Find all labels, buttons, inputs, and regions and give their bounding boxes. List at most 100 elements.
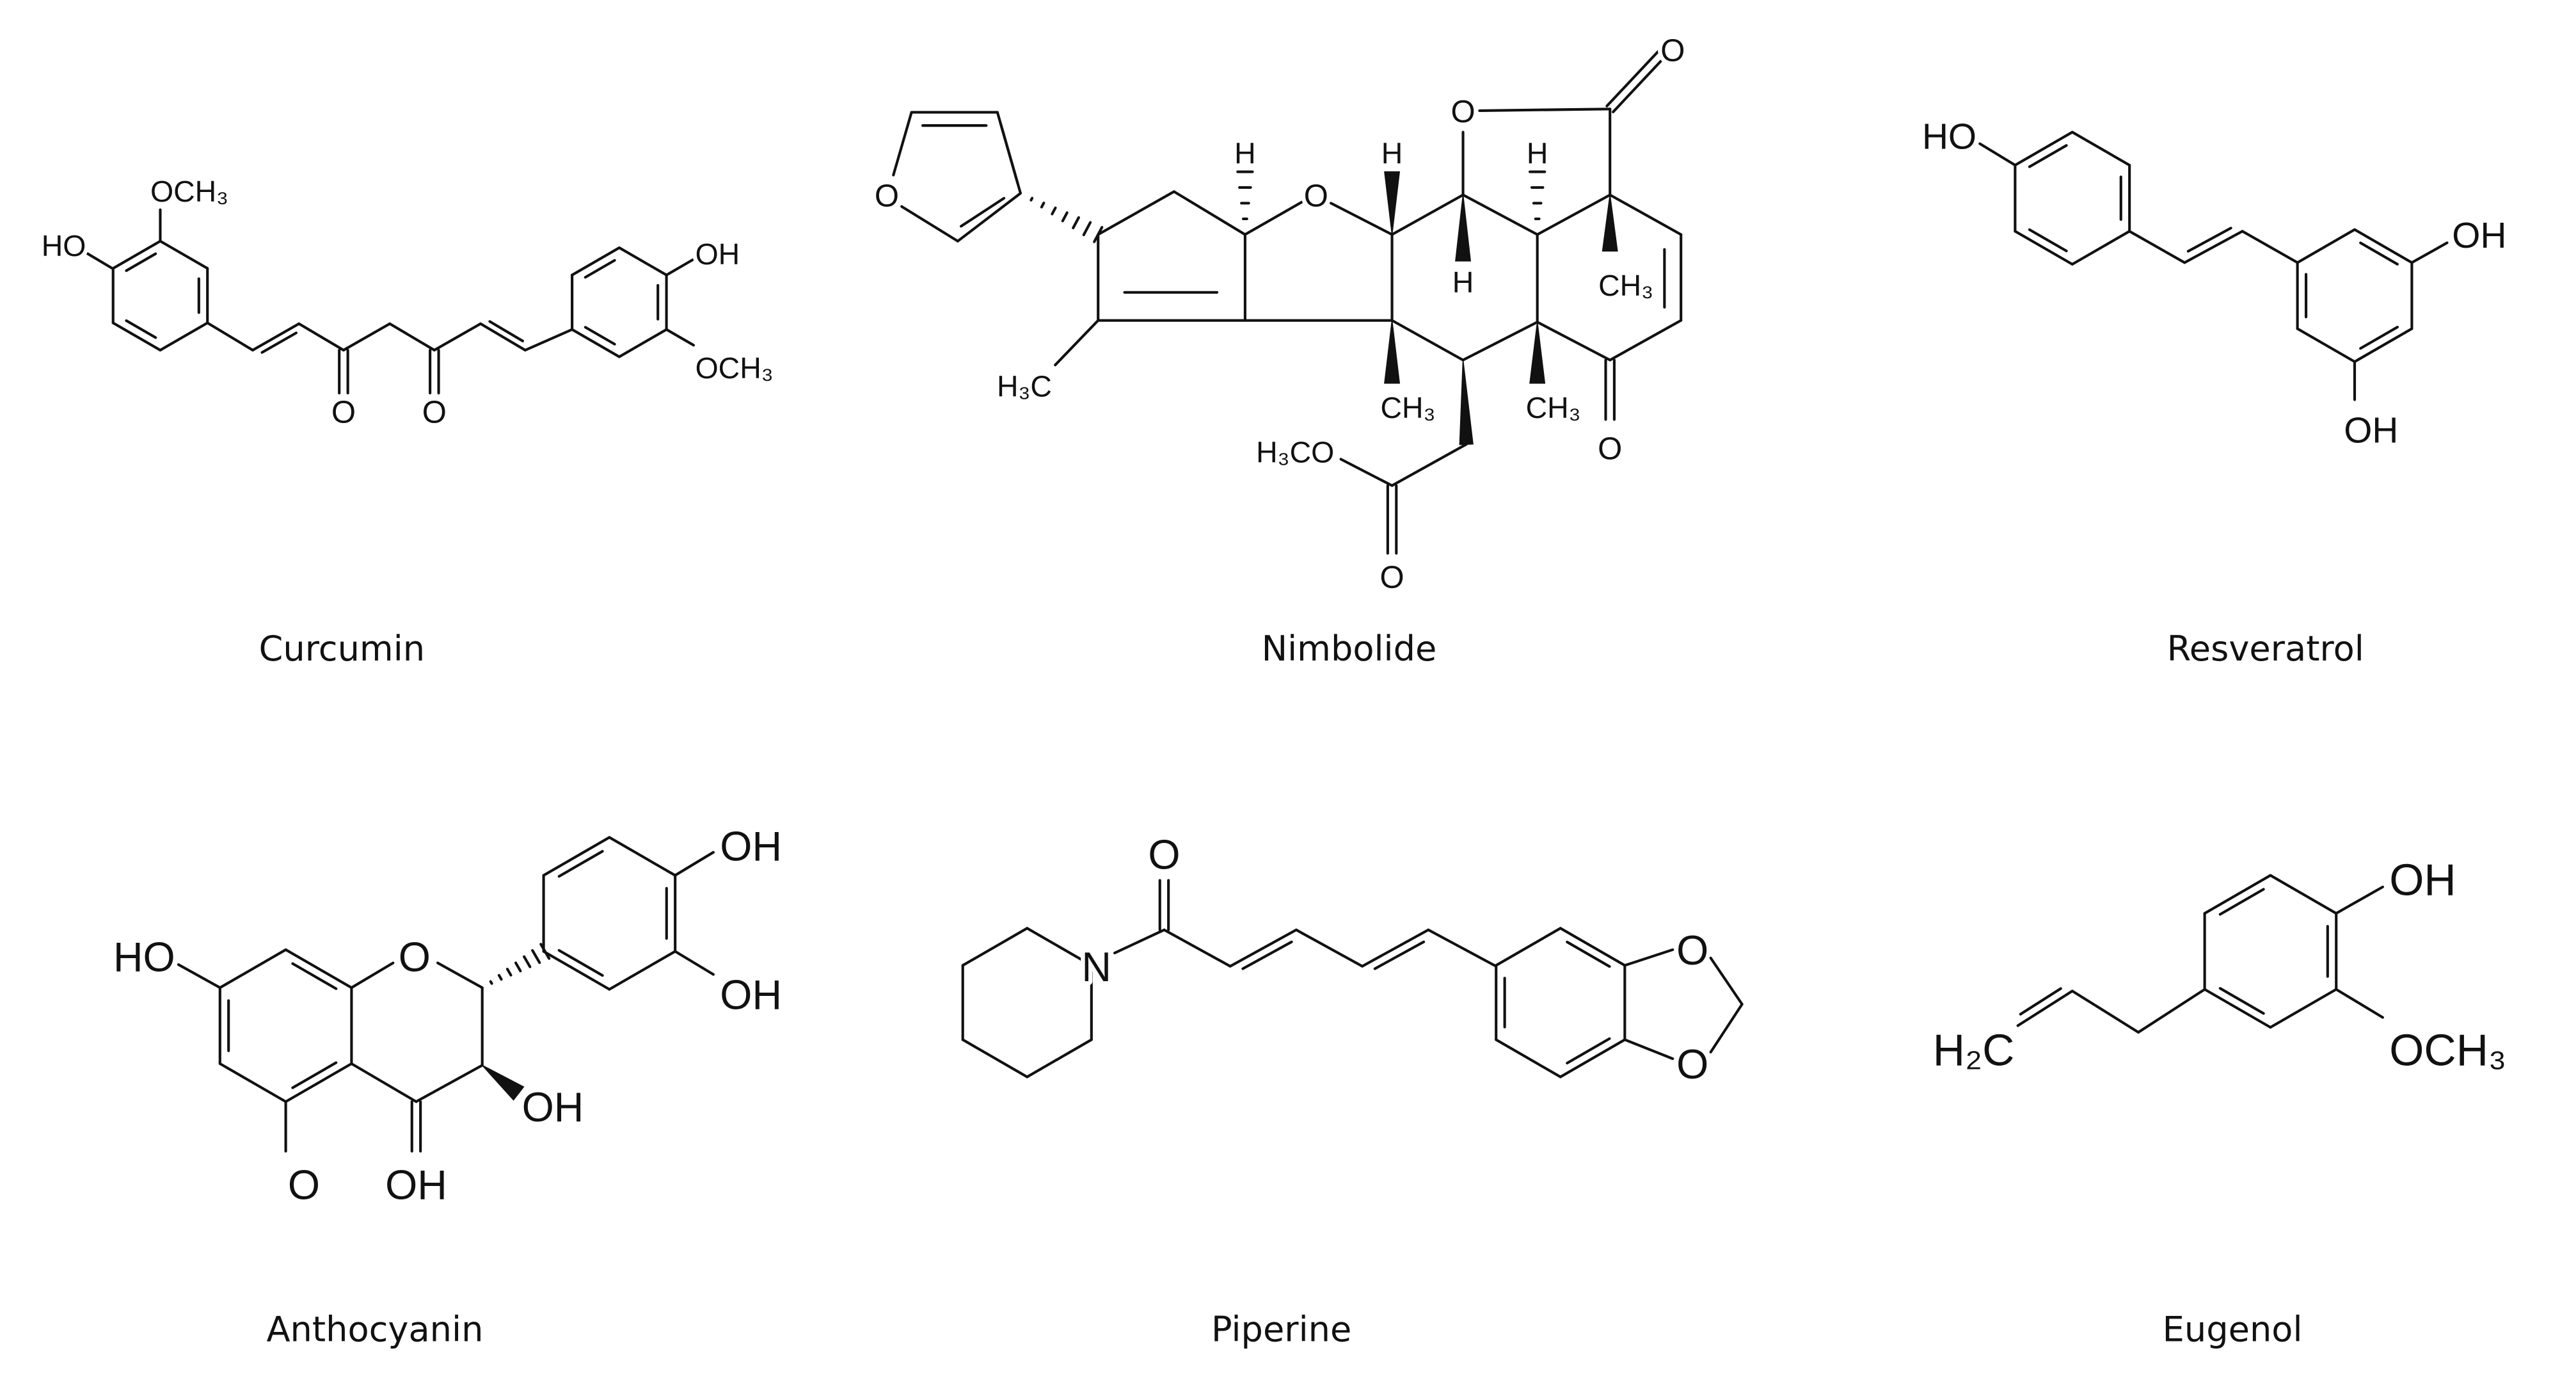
caption-curcumin: Curcumin xyxy=(259,629,425,669)
ring-bond xyxy=(571,246,621,276)
single-bond xyxy=(415,1064,484,1103)
atom-label: HO xyxy=(42,229,86,262)
atom-label: H xyxy=(1381,136,1403,170)
single-bond xyxy=(206,321,255,352)
atom-label: CH₃ xyxy=(1598,269,1653,302)
ring-bond xyxy=(284,948,353,989)
wedge-bond xyxy=(482,1064,525,1101)
ring-bond xyxy=(2014,230,2074,266)
ring-bond xyxy=(218,1062,287,1103)
ring-bond xyxy=(2071,230,2131,266)
atom-label: O xyxy=(1148,831,1180,877)
double-bond-inner xyxy=(1373,940,1426,970)
single-bond xyxy=(674,851,715,877)
double-bond xyxy=(2183,230,2244,264)
ring-bond xyxy=(218,948,287,989)
single-bond xyxy=(1390,443,1468,487)
ring-bond xyxy=(1495,1038,1562,1078)
single-bond xyxy=(1390,319,1465,362)
ring-bond xyxy=(617,246,668,276)
ring-bond xyxy=(608,836,677,877)
ring-double-bond-inner xyxy=(2028,228,2068,253)
single-bond xyxy=(1163,928,1232,968)
hashed-bond xyxy=(1082,221,1092,237)
single-bond xyxy=(1461,321,1539,362)
single-bond xyxy=(956,191,1022,243)
single-bond xyxy=(1461,193,1539,236)
hashed-bond xyxy=(489,980,493,985)
ring-bond xyxy=(2014,131,2074,167)
ring-double-bond-inner xyxy=(1566,1037,1611,1065)
caption-anthocyanin: Anthocyanin xyxy=(266,1309,483,1349)
atom-label: OH xyxy=(696,237,740,271)
ring-bond xyxy=(159,321,209,352)
single-bond xyxy=(892,111,913,177)
single-bond xyxy=(1097,190,1176,236)
ring-double-bond-inner xyxy=(291,962,338,990)
ring-bond xyxy=(111,239,162,270)
double-bond-inner xyxy=(488,320,525,342)
single-bond xyxy=(1330,202,1394,236)
single-bond xyxy=(1390,193,1465,236)
double-bond xyxy=(1361,928,1430,968)
atom-label: H₂C xyxy=(1933,1025,2015,1075)
ring-bond xyxy=(2296,228,2357,264)
carbonyl-bond xyxy=(1605,50,1660,108)
atom-label: N xyxy=(1081,944,1111,990)
single-bond xyxy=(1243,200,1305,236)
single-bond xyxy=(436,961,484,989)
ring-bond xyxy=(111,321,162,352)
ring-bond xyxy=(542,836,611,877)
ring-bond xyxy=(617,328,668,358)
atom-label: O xyxy=(1676,927,1708,973)
ring-double-bond-inner xyxy=(557,949,604,977)
single-bond xyxy=(674,950,715,976)
wedge-bond xyxy=(1384,171,1401,235)
ring-bond xyxy=(159,239,209,270)
wedge-bond xyxy=(1529,322,1546,384)
hashed-bond xyxy=(1051,206,1057,216)
single-bond xyxy=(1478,108,1612,112)
ring-double-bond-inner xyxy=(2359,241,2399,266)
single-bond xyxy=(433,322,482,352)
single-bond xyxy=(1427,928,1498,968)
single-bond xyxy=(523,328,574,352)
double-bond xyxy=(479,322,527,352)
atom-label: OH xyxy=(522,1084,584,1130)
single-bond xyxy=(1172,190,1246,236)
ring-bond xyxy=(961,1038,1029,1078)
single-bond xyxy=(2127,230,2186,264)
double-bond xyxy=(2016,989,2074,1027)
single-bond xyxy=(1609,193,1683,236)
double-bond-inner xyxy=(999,121,1019,184)
atom-label: O xyxy=(1451,95,1475,129)
carbonyl-bond xyxy=(1612,56,1666,113)
ring-bond xyxy=(1026,1038,1093,1078)
atom-label: O xyxy=(1304,179,1328,214)
double-bond-inner xyxy=(1241,940,1293,970)
single-bond xyxy=(1536,193,1612,236)
wedge-bond xyxy=(1602,195,1618,252)
single-bond xyxy=(2335,988,2384,1019)
single-bond xyxy=(84,251,114,270)
atom-label: H xyxy=(1234,136,1256,170)
single-bond xyxy=(298,322,345,352)
single-bond xyxy=(1623,1038,1674,1061)
double-bond xyxy=(251,322,301,352)
ring-bond xyxy=(1495,927,1562,967)
ring-bond xyxy=(542,950,611,991)
ring-bond xyxy=(571,328,621,358)
single-bond xyxy=(1054,319,1100,367)
single-bond xyxy=(2335,885,2384,915)
atom-label: O xyxy=(288,1162,320,1208)
ring-double-bond-inner xyxy=(1566,940,1611,968)
hashed-bond xyxy=(1072,216,1080,230)
single-bond xyxy=(2241,230,2299,264)
atom-label: OCH₃ xyxy=(2389,1025,2506,1075)
atom-label: OH xyxy=(720,972,782,1018)
